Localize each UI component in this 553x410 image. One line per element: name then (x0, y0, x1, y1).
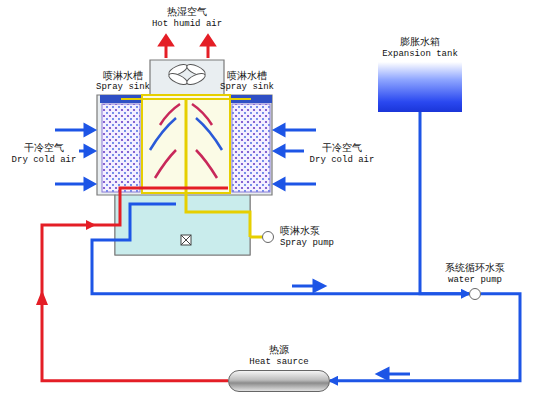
air-label: Dry cold air (310, 155, 375, 166)
pump-label: Spray pump (280, 238, 334, 249)
air-label: 热湿空气 (167, 6, 207, 19)
strainer (181, 235, 191, 245)
pump-circle (469, 288, 481, 300)
flow-mark (292, 281, 410, 379)
arrow-head (275, 125, 284, 135)
flow-arrow (155, 150, 176, 178)
arrow-head (378, 369, 388, 379)
arrow-head (85, 125, 94, 135)
node-box: 系统循环水泵water pump (445, 262, 505, 300)
air-arrow (283, 150, 304, 153)
node-box: 膨胀水箱Expansion tank (378, 36, 462, 112)
arrow-head (275, 146, 284, 156)
hot-water-pipe (94, 188, 228, 225)
spray-pipe (186, 98, 250, 237)
pump-label: 喷淋水泵Spray pump (280, 225, 334, 249)
flow-line (386, 373, 410, 376)
heat-source-vessel (228, 370, 330, 392)
flow-arrow (196, 150, 217, 178)
water-pipe (250, 236, 262, 239)
cold-air-arrows (55, 125, 316, 189)
node-label: 系统循环水泵 (445, 262, 505, 275)
fill-pack (102, 104, 140, 192)
cold-water-pipe (94, 204, 176, 240)
node-label: 热源 (269, 344, 289, 357)
node-label: 膨胀水箱 (400, 36, 440, 49)
flow-arrow (150, 118, 176, 150)
arrow-head (160, 36, 172, 45)
arrow-head (85, 179, 94, 189)
flow-arrow (196, 118, 222, 150)
water-pipe (42, 225, 228, 381)
arrow-head (314, 281, 324, 291)
flow-line (292, 285, 316, 288)
fan-blade (185, 71, 207, 87)
flow-arrow (160, 104, 180, 125)
pump-label: 喷淋水泵 (280, 225, 334, 238)
node-box: 热源Heat saurce (228, 344, 330, 392)
arrow-head (202, 36, 214, 45)
pump-circle (262, 231, 274, 243)
sink-label: Spray sink (96, 82, 150, 93)
air-arrow (283, 129, 316, 132)
arrow-head (275, 179, 284, 189)
air-arrow (283, 183, 316, 186)
air-label: 干冷空气 (24, 142, 64, 155)
fan-blade (167, 71, 189, 87)
air-label: Dry cold air (12, 155, 77, 166)
spray-pipe (121, 98, 251, 100)
sink-label: Spray sink (220, 82, 274, 93)
node-label: Expansion tank (382, 49, 458, 60)
expansion-tank (378, 62, 462, 112)
water-pipe (330, 294, 520, 381)
fan (167, 62, 207, 87)
strainer-mark (181, 235, 191, 245)
sink-label: 喷淋水槽 (227, 70, 267, 83)
node-box: 喷淋水槽Spray sink喷淋水槽Spray sink (94, 70, 250, 256)
air-label: 干冷空气 (322, 142, 362, 155)
air-arrow (55, 129, 86, 132)
air-label: Hot humid air (152, 19, 222, 30)
node-label: water pump (448, 275, 502, 286)
air-arrow (55, 183, 86, 186)
fill-pack (232, 104, 270, 192)
water-pipe (92, 240, 469, 294)
node-label: Heat saurce (249, 357, 308, 368)
node-box: 喷淋水泵Spray pump (262, 225, 334, 249)
arrow-head (85, 146, 94, 156)
sink-label: 喷淋水槽 (103, 70, 143, 83)
flow-arrow (192, 104, 212, 125)
hot-air-arrows (160, 36, 214, 58)
